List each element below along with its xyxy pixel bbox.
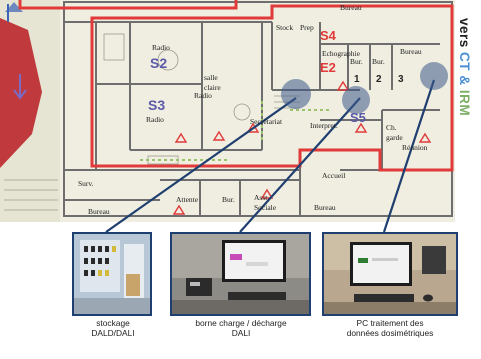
caption-borne-line1: borne charge / décharge [195,318,287,328]
room-label-ch: Ch. [386,123,397,132]
room-label-sociale: Sociale [254,203,277,212]
marker-pc [420,62,448,90]
side-label-ct: CT [457,52,472,72]
room-label-bureau-bottom: Bureau [88,207,110,216]
room-label-bur2: Bur. [372,57,385,66]
stockage-illustration [74,234,150,314]
side-label-ct-irm: vers CT & IRM [457,18,472,116]
green-route [140,100,330,161]
room-label-stock: Stock [276,23,293,32]
caption-stockage-line1: stockage [96,318,130,328]
room-label-claire: claire [204,83,221,92]
room-num-1: 1 [354,74,360,85]
caption-pc-line1: PC traitement des [356,318,424,328]
room-label-salle: salle [204,73,218,82]
room-label-secretariat: Secrétariat [250,117,283,126]
pointer-line-1 [105,97,297,233]
pointer-lines [105,79,436,233]
marker-stockage [281,79,311,109]
room-label-radio-s3: Radio [146,115,164,124]
room-label-radio-s2: Radio [152,43,170,52]
room-code-s4: S4 [320,28,337,43]
room-code-s3: S3 [148,97,165,113]
room-label-bur-bottom: Bur. [222,195,235,204]
room-label-bureau-right: Bureau [314,203,336,212]
room-num-3: 3 [398,74,404,85]
room-code-s5: S5 [350,110,366,125]
room-label-garde: garde [386,133,403,142]
borne-illustration [172,234,309,314]
caption-pc-line2: données dosimétriques [346,328,434,338]
room-label-asst: Asst. [254,193,269,202]
room-label-echographie: Echographie [322,49,361,58]
side-label-irm: IRM [457,89,472,117]
room-label-accueil: Accueil [322,171,345,180]
photo-stockage [72,232,152,316]
room-label-bureau-3: Bureau [400,47,422,56]
caption-stockage: stockage DALD/DALI [58,318,168,338]
red-zone-outline [18,0,454,172]
pointer-line-3 [382,79,436,233]
blue-arrow-2 [13,74,27,100]
side-label-vers: vers [457,18,472,48]
room-label-interpret: Interpret. [310,121,338,130]
room-label-bur1: Bur. [350,57,363,66]
pc-illustration [324,234,456,314]
pointer-line-2 [239,97,361,233]
room-label-surv: Surv. [78,179,94,188]
caption-pc-traitement: PC traitement des données dosimétriques [320,318,460,338]
room-code-e2: E2 [320,60,336,75]
room-label-prep: Prep [300,23,314,32]
side-label-amp: & [457,75,472,86]
plan-background [0,0,455,222]
caption-borne-charge: borne charge / décharge DALI [162,318,320,338]
caption-stockage-line2: DALD/DALI [91,328,135,338]
room-num-2: 2 [376,74,382,85]
room-label-radio-small: Radio [194,91,212,100]
room-label-reunion: Réunion [402,143,428,152]
room-code-s2: S2 [150,55,167,71]
location-markers [281,62,448,114]
photo-pc-traitement [322,232,458,316]
room-label-bureau-top: Bureau [340,3,362,12]
room-label-attente: Attente [176,195,199,204]
marker-borne [342,86,370,114]
caption-borne-line2: DALI [231,328,251,338]
warning-triangles [172,80,432,215]
photo-borne-charge [170,232,311,316]
plan-details [4,33,300,211]
